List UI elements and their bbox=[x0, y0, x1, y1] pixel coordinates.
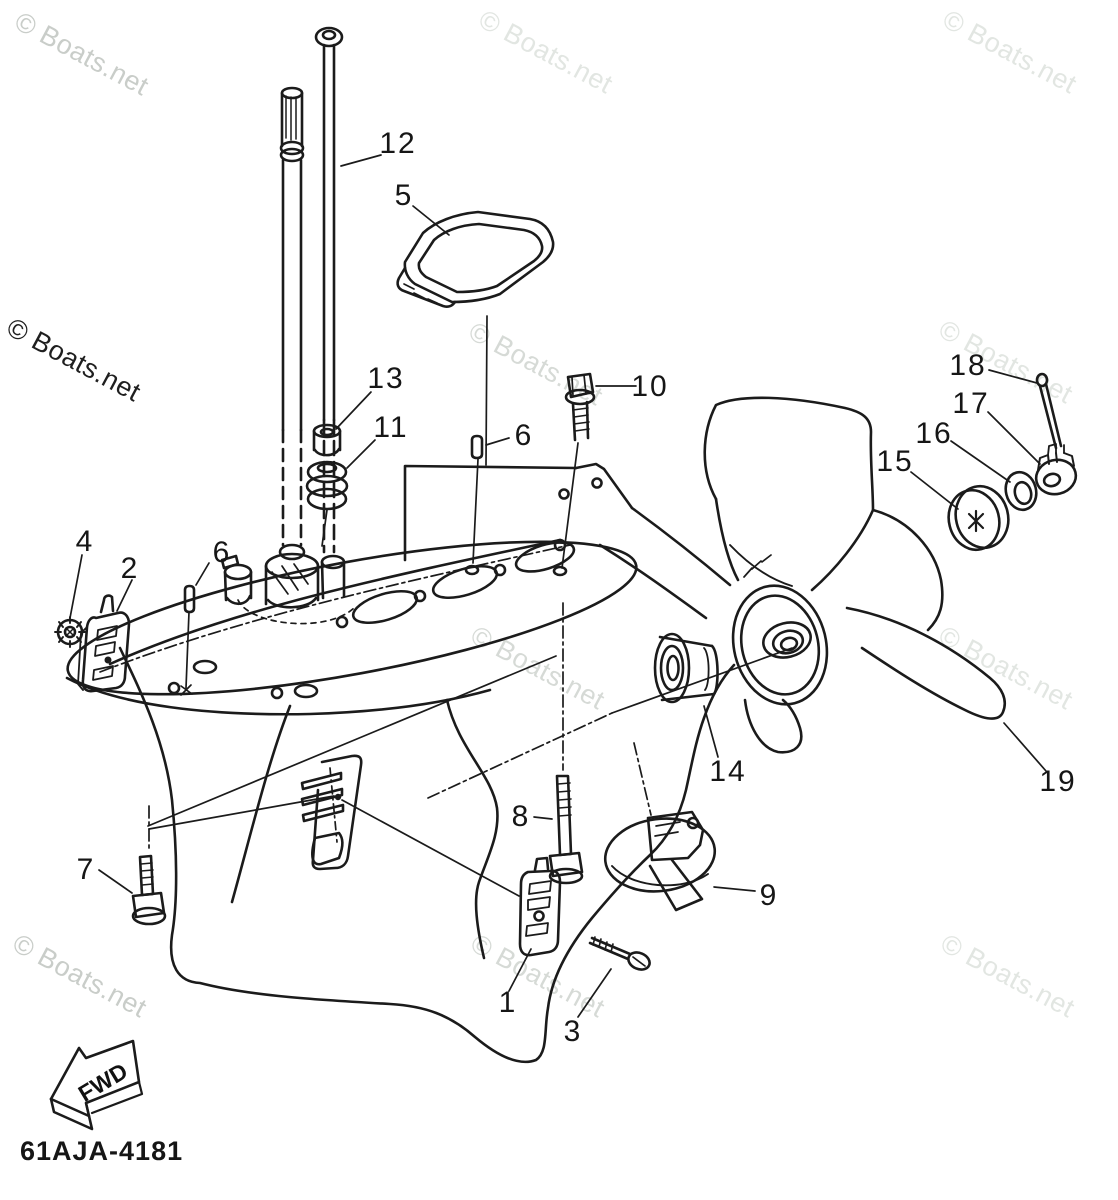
dowel-pin-6-right bbox=[470, 434, 484, 460]
callout-9: 9 bbox=[760, 879, 779, 912]
callout-labels: 1 2 3 4 5 6 6 7 8 9 10 11 12 13 14 15 16… bbox=[76, 127, 1076, 1048]
callout-11: 11 bbox=[373, 411, 408, 444]
callout-2: 2 bbox=[121, 552, 140, 585]
callout-8: 8 bbox=[512, 800, 531, 833]
bolt-8 bbox=[548, 774, 584, 885]
callout-15: 15 bbox=[876, 445, 913, 478]
diagram-code: 61AJA-4181 bbox=[20, 1136, 183, 1166]
callout-4: 4 bbox=[76, 525, 95, 558]
trim-tab-9 bbox=[603, 810, 717, 912]
callout-13: 13 bbox=[367, 362, 404, 395]
leader-lines bbox=[69, 154, 1047, 1018]
screw-3 bbox=[588, 936, 651, 971]
bolt-7 bbox=[131, 854, 167, 926]
castle-nut-17 bbox=[1034, 443, 1078, 496]
spacer-14 bbox=[653, 632, 719, 704]
fwd-arrow bbox=[49, 1039, 144, 1131]
propeller bbox=[703, 396, 1007, 754]
bolt-10 bbox=[564, 372, 596, 442]
prop-cap-15 bbox=[947, 484, 1010, 552]
callout-18: 18 bbox=[949, 349, 986, 382]
gear-housing bbox=[65, 462, 736, 1064]
callout-3: 3 bbox=[564, 1015, 583, 1048]
callout-17: 17 bbox=[952, 387, 989, 420]
callout-6a: 6 bbox=[213, 536, 232, 569]
anode-1 bbox=[518, 856, 562, 957]
callout-19: 19 bbox=[1039, 765, 1076, 798]
callout-14: 14 bbox=[709, 755, 746, 788]
callout-7: 7 bbox=[77, 853, 96, 886]
callout-16: 16 bbox=[915, 417, 952, 450]
drive-shaft bbox=[278, 86, 306, 561]
fwd-arrow-label: FWD bbox=[74, 1058, 132, 1107]
dowel-pin-6-left bbox=[183, 584, 196, 614]
callout-12: 12 bbox=[379, 127, 416, 160]
callout-1: 1 bbox=[499, 986, 518, 1019]
shift-rod bbox=[314, 26, 344, 554]
cotter-pin-18 bbox=[1035, 372, 1063, 450]
water-pump-gasket bbox=[396, 210, 555, 308]
seal-stack-11 bbox=[305, 460, 349, 547]
bushing-13 bbox=[312, 423, 342, 457]
callout-5: 5 bbox=[395, 179, 414, 212]
callout-10: 10 bbox=[631, 370, 668, 403]
callout-6b: 6 bbox=[515, 419, 534, 452]
washer-16 bbox=[1004, 470, 1038, 512]
anode-plate-2 bbox=[77, 594, 131, 693]
